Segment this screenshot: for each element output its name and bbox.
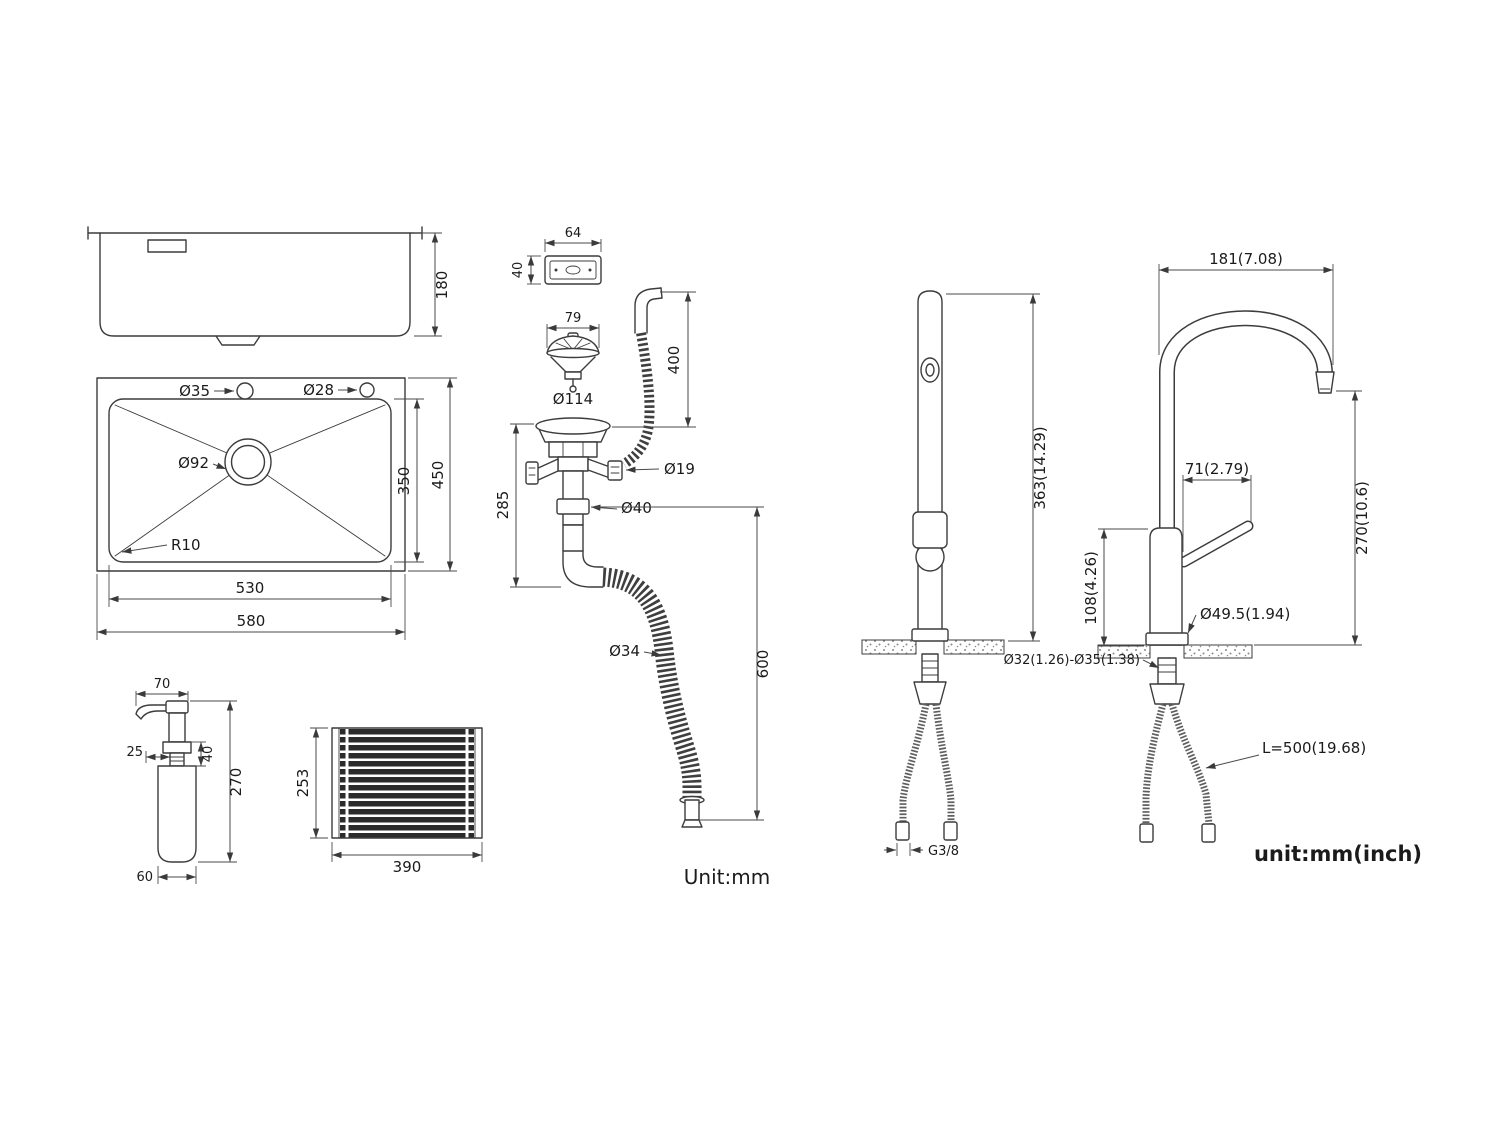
sink-top-view: Ø35 Ø28 Ø92 R10 530 580 350 450: [96, 377, 457, 640]
dim-hose-dia: Ø34: [609, 642, 640, 660]
mounting-shank: [1157, 657, 1177, 685]
faucet-side-view: G3/8 363(14.29): [861, 290, 1049, 859]
dim-corner-radius: R10: [171, 536, 201, 554]
overflow-slot: [147, 239, 187, 253]
dim-rack-width: 390: [393, 858, 422, 876]
dim-inner-width: 530: [236, 579, 265, 597]
mounting-nut: [913, 681, 947, 705]
gooseneck-spout: [1159, 310, 1333, 534]
dim-spout-reach: 181(7.08): [1209, 250, 1283, 268]
faucet-body-front: [1149, 527, 1183, 646]
overflow-hose: [621, 332, 655, 469]
soap-dispenser-view: 70 25 40 270 60: [126, 677, 245, 885]
supply-hose: [899, 703, 930, 822]
dim-hose-length: L=500(19.68): [1262, 739, 1366, 757]
right-units-note: unit:mm(inch): [1254, 842, 1422, 866]
dim-overflow-width: 64: [565, 226, 582, 241]
dim-bottle-width: 60: [136, 870, 153, 885]
dim-body-height: 108(4.26): [1082, 551, 1100, 625]
drain-hose: [602, 567, 702, 799]
countertop-left: [861, 639, 917, 655]
overflow-cover: [544, 255, 602, 285]
dim-overflow-height: 40: [511, 262, 526, 279]
dim-hole-range: Ø32(1.26)-Ø35(1.38): [1004, 653, 1140, 668]
dim-inner-depth: 350: [395, 467, 413, 496]
dim-outer-depth: 450: [429, 461, 447, 490]
dim-dispenser-height: 270: [227, 768, 245, 797]
dim-hose-drop: 600: [754, 650, 772, 679]
dim-strainer-dia: 79: [565, 311, 582, 326]
overflow-fitting: [607, 460, 623, 481]
mounting-nut: [1149, 683, 1185, 705]
supply-hose: [1168, 703, 1213, 825]
dispenser-bottle: [157, 765, 197, 863]
dim-spout-height: 270(10.6): [1353, 481, 1371, 555]
faucet-body-side: [917, 290, 943, 641]
dim-overflow-fitting-dia: Ø19: [664, 460, 695, 478]
sink-side-view: 180: [87, 226, 451, 346]
handle-side: [912, 511, 948, 549]
dim-outer-width: 580: [237, 612, 266, 630]
drain-kit-view: 64 40 79 Ø114: [494, 226, 772, 889]
dim-neck-width: 25: [126, 745, 143, 760]
dim-hole-left: Ø35: [179, 382, 210, 400]
drain-outlet: [215, 335, 261, 346]
spout-nozzle: [1315, 371, 1335, 394]
dim-drain-hole: Ø92: [178, 454, 209, 472]
countertop-left: [1097, 644, 1151, 659]
tailpiece: [562, 470, 584, 526]
faucet-hole: [236, 382, 254, 400]
dim-overflow-hose-drop: 400: [665, 346, 683, 375]
dim-rack-depth: 253: [294, 769, 312, 798]
dim-tailpipe-dia: Ø40: [621, 499, 652, 517]
dim-base-dia: Ø49.5(1.94): [1200, 605, 1290, 623]
dim-thread: G3/8: [928, 844, 959, 859]
dim-flange-dia: Ø114: [553, 390, 593, 408]
dim-total-height: 363(14.29): [1031, 426, 1049, 509]
dispenser-hole: [359, 382, 375, 398]
dim-head-height: 40: [201, 746, 216, 763]
dim-hole-right: Ø28: [303, 381, 334, 399]
rack-bars: [340, 728, 474, 838]
supply-hose: [932, 703, 955, 822]
roll-rack-view: 253 390: [294, 727, 483, 876]
left-units-note: Unit:mm: [684, 865, 770, 889]
dim-spout-offset: 71(2.79): [1185, 460, 1249, 478]
dim-bowl-depth: 180: [433, 271, 451, 300]
dim-spout-reach: 70: [154, 677, 171, 692]
drain-flange: [535, 417, 611, 435]
supply-hose: [1142, 703, 1167, 824]
dim-trap-height: 285: [494, 491, 512, 520]
countertop-right: [943, 639, 1005, 655]
countertop-right: [1183, 644, 1253, 659]
faucet-front-view: 181(7.08) 270(10.6) 71(2.79) 108(4.26) Ø…: [1004, 250, 1422, 866]
